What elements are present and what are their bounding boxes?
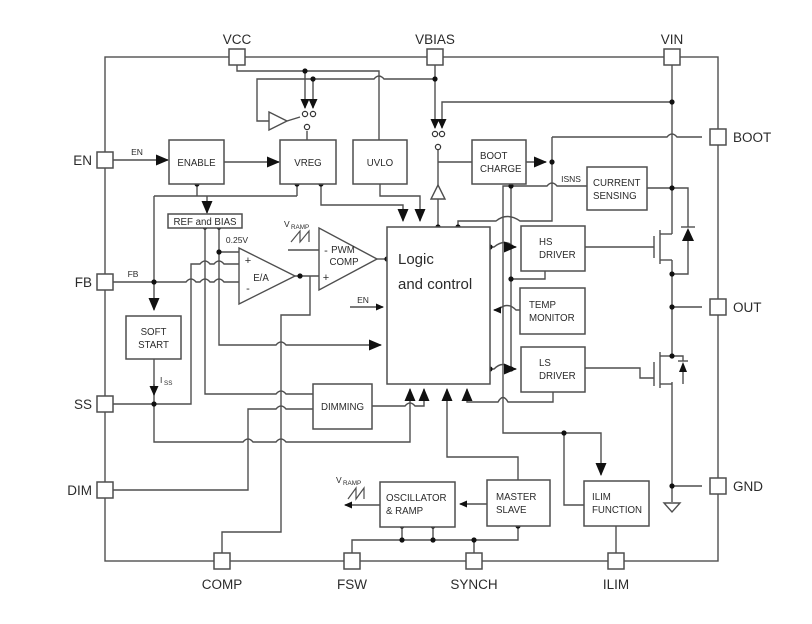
block-enable-label: ENABLE — [177, 158, 216, 169]
block-ls-driver-label1: LS — [539, 358, 551, 369]
pin-vbias — [426, 48, 444, 66]
pin-fsw — [343, 552, 361, 570]
block-current-sensing-label1: CURRENT — [593, 178, 640, 189]
block-hs-driver-label1: HS — [539, 237, 553, 248]
pin-boot — [709, 128, 727, 146]
pin-ilim — [607, 552, 625, 570]
switch-contacts — [301, 110, 446, 151]
pin-label-fsw: FSW — [337, 577, 367, 592]
pin-label-out: OUT — [733, 300, 762, 315]
block-oscillator-ramp-label2: & RAMP — [386, 506, 423, 517]
label-en-logic: EN — [357, 295, 369, 305]
block-boot-charge — [471, 139, 527, 185]
block-ls-driver — [520, 346, 586, 393]
ground-symbol-icon — [662, 502, 682, 514]
pin-gnd — [709, 477, 727, 495]
wire-labels: EN FB EN 0.25V ISNS I SS V RAMP V RAMP — [128, 147, 582, 487]
pin-vcc — [228, 48, 246, 66]
pin-label-boot: BOOT — [733, 130, 771, 145]
block-ref-and-bias-label: REF and BIAS — [174, 217, 238, 228]
block-vreg — [279, 139, 337, 185]
block-soft-start-label2: START — [138, 340, 169, 351]
block-enable — [168, 139, 225, 185]
buffer-icon — [268, 110, 289, 132]
label-vramp1-main: V — [284, 219, 290, 229]
label-vramp2-sub: RAMP — [343, 480, 361, 487]
blocks: ENABLE VREG UVLO BOOT CHARGE CURRENT SEN… — [125, 139, 650, 528]
block-hs-driver-label2: DRIVER — [539, 250, 576, 261]
error-amp-plus: + — [245, 255, 251, 267]
pin-label-vbias: VBIAS — [415, 32, 455, 47]
error-amp-icon — [238, 246, 297, 306]
block-hs-driver — [520, 225, 586, 272]
pin-vin — [663, 48, 681, 66]
pin-label-ss: SS — [74, 397, 92, 412]
pin-label-gnd: GND — [733, 479, 763, 494]
block-uvlo-label: UVLO — [367, 158, 394, 169]
pwm-comp-minus: - — [324, 245, 328, 257]
block-uvlo — [352, 139, 408, 185]
pin-out — [709, 298, 727, 316]
block-logic-label2: and control — [398, 276, 472, 293]
block-ilim-function-label1: ILIM — [592, 492, 611, 503]
pin-label-dim: DIM — [67, 483, 92, 498]
pin-label-ilim: ILIM — [603, 577, 629, 592]
pwm-comp-label2: COMP — [329, 257, 358, 268]
block-temp-monitor — [519, 287, 586, 335]
level-shift-buffer-icon — [429, 183, 447, 200]
pin-ss — [96, 395, 114, 413]
pin-label-fb: FB — [75, 275, 92, 290]
pin-label-comp: COMP — [202, 577, 243, 592]
block-logic-and-control — [386, 226, 491, 385]
pin-labels: VCC VBIAS VIN BOOT OUT GND EN FB SS DIM … — [67, 32, 771, 592]
pin-synch — [465, 552, 483, 570]
block-ilim-function — [583, 480, 650, 527]
pin-en — [96, 151, 114, 169]
pin-fb — [96, 273, 114, 291]
block-dimming — [312, 383, 373, 430]
pin-label-synch: SYNCH — [450, 577, 497, 592]
label-en-wire: EN — [131, 147, 143, 157]
block-current-sensing-label2: SENSING — [593, 191, 637, 202]
error-amp-minus: - — [246, 283, 250, 295]
label-iss-main: I — [160, 375, 162, 385]
block-oscillator-ramp — [379, 481, 456, 528]
label-iss-sub: SS — [164, 380, 172, 387]
block-logic-label1: Logic — [398, 251, 434, 268]
wires — [113, 65, 702, 553]
pin-label-en: EN — [73, 153, 92, 168]
label-vramp2-main: V — [336, 475, 342, 485]
pin-dim — [96, 481, 114, 499]
block-boot-charge-label1: BOOT — [480, 151, 508, 162]
block-dimming-label: DIMMING — [321, 402, 364, 413]
block-master-slave — [486, 479, 551, 527]
pin-comp — [213, 552, 231, 570]
block-ref-and-bias — [167, 213, 243, 229]
block-master-slave-label1: MASTER — [496, 492, 536, 503]
pin-label-vcc: VCC — [223, 32, 252, 47]
block-boot-charge-label2: CHARGE — [480, 164, 522, 175]
block-current-sensing — [586, 166, 648, 211]
label-ref-voltage: 0.25V — [226, 235, 249, 245]
label-fb-wire: FB — [128, 269, 139, 279]
block-master-slave-label2: SLAVE — [496, 505, 527, 516]
block-soft-start — [125, 315, 182, 360]
block-temp-monitor-label2: MONITOR — [529, 313, 575, 324]
block-ilim-function-label2: FUNCTION — [592, 505, 642, 516]
block-oscillator-ramp-label1: OSCILLATOR — [386, 493, 446, 504]
label-vramp1-sub: RAMP — [291, 224, 309, 231]
block-temp-monitor-label1: TEMP — [529, 300, 556, 311]
block-soft-start-label1: SOFT — [141, 327, 167, 338]
pwm-comp-plus: + — [323, 272, 329, 284]
block-ls-driver-label2: DRIVER — [539, 371, 576, 382]
pin-label-vin: VIN — [661, 32, 684, 47]
block-vreg-label: VREG — [294, 158, 321, 169]
pwm-comp-label1: PWM — [331, 245, 355, 256]
pins — [96, 48, 727, 570]
label-isns: ISNS — [561, 174, 581, 184]
error-amp-label: E/A — [253, 273, 269, 284]
pwm-comparator-icon — [318, 226, 379, 292]
